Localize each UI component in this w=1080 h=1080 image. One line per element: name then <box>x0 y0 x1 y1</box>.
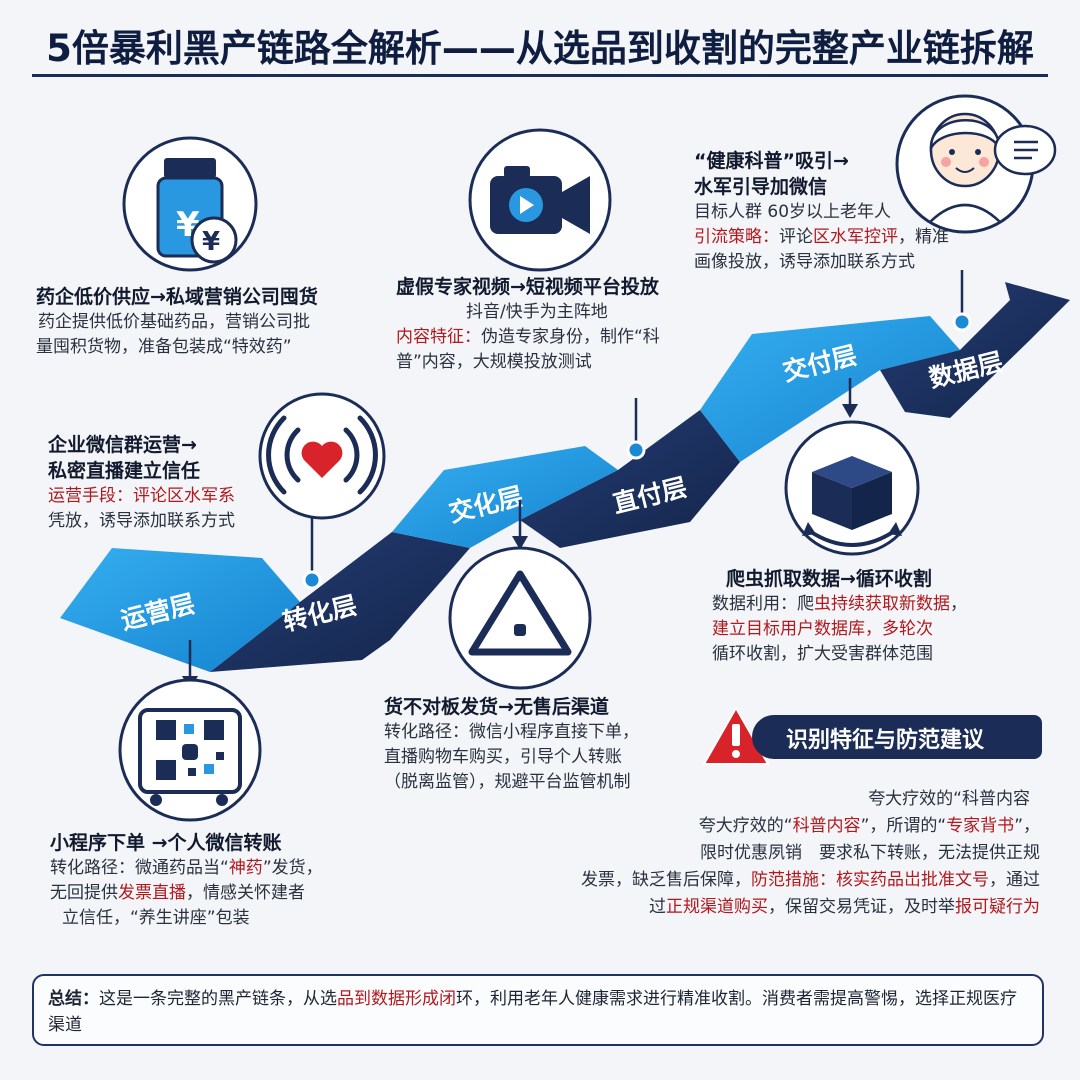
node-miniprogram-line1: 转化路径：微通药品当“神药”发货， <box>50 858 323 878</box>
node-health-title-2: 水军引导加微信 <box>694 176 828 198</box>
node-fake-expert-line3: 普”内容，大规模投放测试 <box>396 352 592 372</box>
node-wechat-title-2: 私密直播建立信任 <box>48 460 201 482</box>
defense-text: 夸大疗效的“科普内容 夸大疗效的“科普内容”，所谓的“专家背书”， 限时优惠夙销… <box>400 786 1040 921</box>
qr-code-icon <box>118 678 262 822</box>
ribbon-seg-jiaohua <box>392 446 618 548</box>
defense-line2: 夸大疗效的“科普内容”，所谓的“专家背书”， <box>698 816 1040 836</box>
node-health-line2: 引流策略：评论区水军控评，精准 <box>694 227 949 247</box>
node-fake-expert-line1: 抖音/快手为主阵地 <box>466 302 608 322</box>
node-miniprogram: 小程序下单 →个人微信转账 转化路径：微通药品当“神药”发货， 无回提供发票直播… <box>50 830 380 931</box>
node-wechat-line: 凭放，诱导添加联系方式 <box>48 511 235 531</box>
node-wechat-title-1: 企业微信群运营→ <box>48 434 197 456</box>
ribbon-seg-zhuanhua <box>210 532 470 672</box>
summary-part2: 环，利用老年人健康需求进行精准收割。消费者需提 <box>456 989 847 1009</box>
connector-dots <box>302 312 972 590</box>
node-fake-expert-line2: 内容特征：伪造专家身份，制作“科 <box>396 327 660 347</box>
node-miniprogram-line2: 无回提供发票直播，情感关怀建者 <box>50 883 305 903</box>
node-crawler-line2: 建立目标用户数据库，多轮次 <box>712 619 933 639</box>
node-supply-line1: 药企提供低价基础药品，营销公司批 <box>38 312 310 332</box>
node-crawler-title: 爬虫抓取数据→循环收割 <box>726 568 932 590</box>
ribbon-seg-shuju <box>880 282 1070 418</box>
node-supply: 药企低价供应→私域营销公司囤货 药企提供低价基础药品，营销公司批 量囤积货物，准… <box>36 284 376 360</box>
alert-icon <box>703 707 769 765</box>
medicine-bottle-icon: ¥ <box>122 136 258 272</box>
node-health: “健康科普”吸引→ 水军引导加微信 目标人群 60岁以上老年人 引流策略：评论区… <box>694 148 994 275</box>
summary-part3: 高警惕，选择正规医疗渠道 <box>48 989 1017 1035</box>
node-fake-expert: 虚假专家视频→短视频平台投放 抖音/快手为主阵地 内容特征：伪造专家身份，制作“… <box>396 274 726 375</box>
ribbon-seg-yunying <box>60 548 300 672</box>
page-title: 5倍暴利黑产链路全解析——从选品到收割的完整产业链拆解 <box>46 27 1034 70</box>
node-delivery-line3: （脱离监管），规避平台监管机制 <box>384 772 631 792</box>
node-miniprogram-title: 小程序下单 →个人微信转账 <box>50 832 282 854</box>
summary-label: 总结： <box>48 989 99 1009</box>
warning-triangle-icon <box>448 546 592 690</box>
defense-line5: 过正规渠道购买，保留交易凭证，及时举报可疑行为 <box>649 897 1040 917</box>
node-delivery-title: 货不对板发货→无售后渠道 <box>384 696 609 718</box>
summary-red: 品到数据形成闭 <box>337 989 456 1009</box>
package-box-icon <box>784 420 920 556</box>
node-crawler-line3: 循环收割，扩大受害群体范围 <box>712 644 933 664</box>
node-health-line3: 画像投放，诱导添加联系方式 <box>694 252 915 272</box>
node-crawler: 爬虫抓取数据→循环收割 数据利用：爬虫持续获取新数据， 建立目标用户数据库，多轮… <box>712 566 1042 667</box>
defense-line3: 限时优惠夙销 要求私下转账，无法提供正规 <box>700 843 1040 863</box>
ribbon-seg-jiaofu <box>700 316 960 462</box>
node-crawler-line1: 数据利用：爬虫持续获取新数据， <box>712 594 967 614</box>
elderly-woman-icon <box>895 94 1035 234</box>
node-health-title-1: “健康科普”吸引→ <box>694 150 849 172</box>
node-wechat-group: 企业微信群运营→ 私密直播建立信任 运营手段：评论区水军系 凭放，诱导添加联系方… <box>48 432 298 534</box>
node-delivery-line2: 直播购物车购买，引导个人转账 <box>384 747 622 767</box>
live-broadcast-heart-icon <box>258 392 386 520</box>
defense-line1: 夸大疗效的“科普内容 <box>868 789 1030 809</box>
summary-box: 总结：这是一条完整的黑产链条，从选品到数据形成闭环，利用老年人健康需求进行精准收… <box>32 974 1044 1046</box>
node-miniprogram-line3: 立信任，“养生讲座”包装 <box>62 908 250 928</box>
node-supply-line2: 量囤积货物，准备包装成“特效药” <box>36 337 292 357</box>
node-fake-expert-title: 虚假专家视频→短视频平台投放 <box>396 276 659 298</box>
warning-section-header: 识别特征与防范建议 <box>712 708 1052 764</box>
svg-text:¥: ¥ <box>202 227 220 257</box>
summary-part1: 这是一条完整的黑产链条，从选 <box>99 989 337 1009</box>
yen-coin-icon: ¥ <box>190 216 238 264</box>
warning-title: 识别特征与防范建议 <box>786 728 985 753</box>
defense-line4: 发票，缺乏售后保障，防范措施：核实药品岀批准文号，通过 <box>581 870 1040 890</box>
warning-bar <box>752 715 1042 759</box>
node-wechat-red-line: 运营手段：评论区水军系 <box>48 486 235 506</box>
title-divider <box>32 74 1048 77</box>
speech-bubble-icon <box>993 124 1057 176</box>
zigzag-ribbon <box>60 282 1070 672</box>
ribbon-seg-zhifu <box>520 410 740 548</box>
node-health-line1: 目标人群 60岁以上老年人 <box>694 202 892 222</box>
video-camera-icon <box>468 128 612 272</box>
node-delivery-line1: 转化路径：微信小程序直接下单， <box>384 722 639 742</box>
node-delivery: 货不对板发货→无售后渠道 转化路径：微信小程序直接下单， 直播购物车购买，引导个… <box>384 694 694 795</box>
node-supply-title: 药企低价供应→私域营销公司囤货 <box>36 286 318 308</box>
